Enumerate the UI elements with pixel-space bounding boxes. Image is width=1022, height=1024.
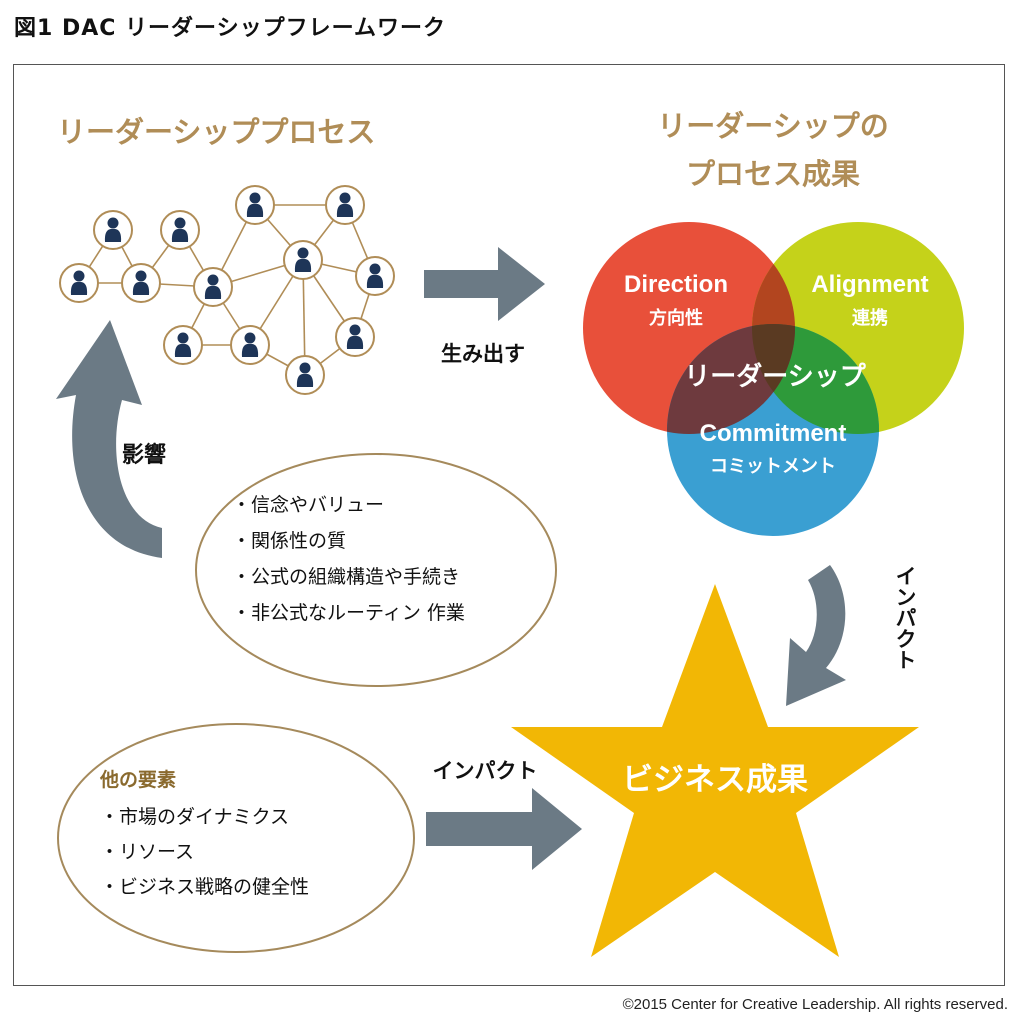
person-node [285, 355, 325, 395]
impact-arrow-vertical [786, 565, 846, 706]
generate-arrow [424, 247, 545, 321]
person-node [193, 267, 233, 307]
culture-item: ・非公式なルーティン 作業 [232, 602, 465, 624]
commitment-label-en: Commitment [700, 420, 847, 447]
copyright-notice: ©2015 Center for Creative Leadership. Al… [622, 996, 1008, 1013]
outcome-title-line2: プロセス成果 [686, 157, 860, 191]
business-result-star [511, 584, 919, 957]
leadership-venn: Direction 方向性 Alignment 連携 リーダーシップ Commi… [583, 222, 964, 536]
person-node [163, 325, 203, 365]
alignment-label-ja: 連携 [852, 307, 888, 329]
culture-item: ・関係性の質 [232, 530, 346, 552]
person-node [325, 185, 365, 225]
impact-label-vertical: インパクト [893, 565, 917, 670]
network-nodes [59, 185, 395, 395]
influence-arrow [56, 320, 162, 558]
commitment-label-ja: コミットメント [710, 456, 836, 477]
person-node [59, 263, 99, 303]
person-node [121, 263, 161, 303]
direction-label-ja: 方向性 [649, 307, 703, 329]
other-factors-item: ・市場のダイナミクス [100, 806, 289, 828]
person-node [235, 185, 275, 225]
outcome-title-line1: リーダーシップの [657, 109, 888, 143]
other-factors-item: ・ビジネス戦略の健全性 [100, 876, 309, 898]
direction-label-en: Direction [624, 271, 728, 298]
impact-arrow-horizontal [426, 788, 582, 870]
person-node [160, 210, 200, 250]
culture-bubble [195, 453, 557, 687]
figure-title: 図1 DAC リーダーシップフレームワーク [14, 16, 446, 41]
other-factors-bubble [57, 723, 415, 953]
other-factors-item: ・リソース [100, 841, 194, 863]
other-factors-heading: 他の要素 [99, 768, 176, 791]
leadership-center-label: リーダーシップ [684, 361, 866, 392]
diagram-frame [13, 64, 1005, 986]
culture-item: ・信念やバリュー [232, 493, 384, 516]
impact-label-horizontal: インパクト [433, 759, 538, 783]
generate-label: 生み出す [441, 342, 525, 366]
leadership-network [59, 185, 395, 395]
person-node [335, 317, 375, 357]
person-node [93, 210, 133, 250]
culture-item: ・公式の組織構造や手続き [232, 566, 460, 588]
person-node [355, 256, 395, 296]
business-result-label: ビジネス成果 [622, 762, 808, 798]
alignment-label-en: Alignment [811, 271, 928, 298]
influence-label: 影響 [122, 442, 166, 468]
process-title: リーダーシッププロセス [57, 115, 375, 149]
person-node [283, 240, 323, 280]
person-node [230, 325, 270, 365]
